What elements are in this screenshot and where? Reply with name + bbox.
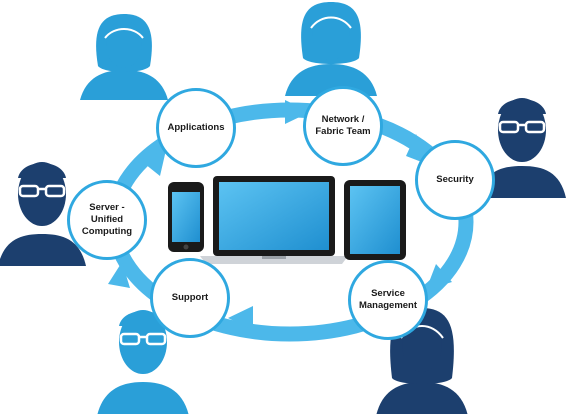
server-person [0, 162, 86, 266]
support-person [97, 310, 189, 416]
arrow-service-to-support [228, 306, 253, 330]
node-label-service-management: Service Management [358, 288, 418, 311]
node-server-unified-computing: Server - Unified Computing [67, 180, 147, 260]
node-label-applications: Applications [167, 122, 225, 134]
node-service-management: Service Management [348, 260, 428, 340]
arrow-support-to-server [108, 262, 130, 288]
smartphone-icon [168, 182, 204, 252]
tablet-icon [344, 180, 406, 260]
node-label-support: Support [171, 292, 209, 304]
laptop-icon [200, 176, 348, 264]
node-security: Security [415, 140, 495, 220]
applications-person [80, 14, 168, 100]
node-support: Support [150, 258, 230, 338]
arrow-server-to-applications [140, 150, 166, 176]
node-label-network-fabric-team: Network / Fabric Team [315, 114, 371, 137]
node-label-security: Security [436, 174, 474, 186]
security-person [478, 98, 566, 198]
arrow-security-to-service [426, 264, 452, 290]
node-applications: Applications [156, 88, 236, 168]
node-network-fabric-team: Network / Fabric Team [303, 86, 383, 166]
arrow-applications-to-network [285, 100, 310, 124]
cycle-arrows [108, 100, 452, 330]
network-person [285, 2, 377, 96]
node-label-server-unified-computing: Server - Unified Computing [81, 202, 133, 237]
